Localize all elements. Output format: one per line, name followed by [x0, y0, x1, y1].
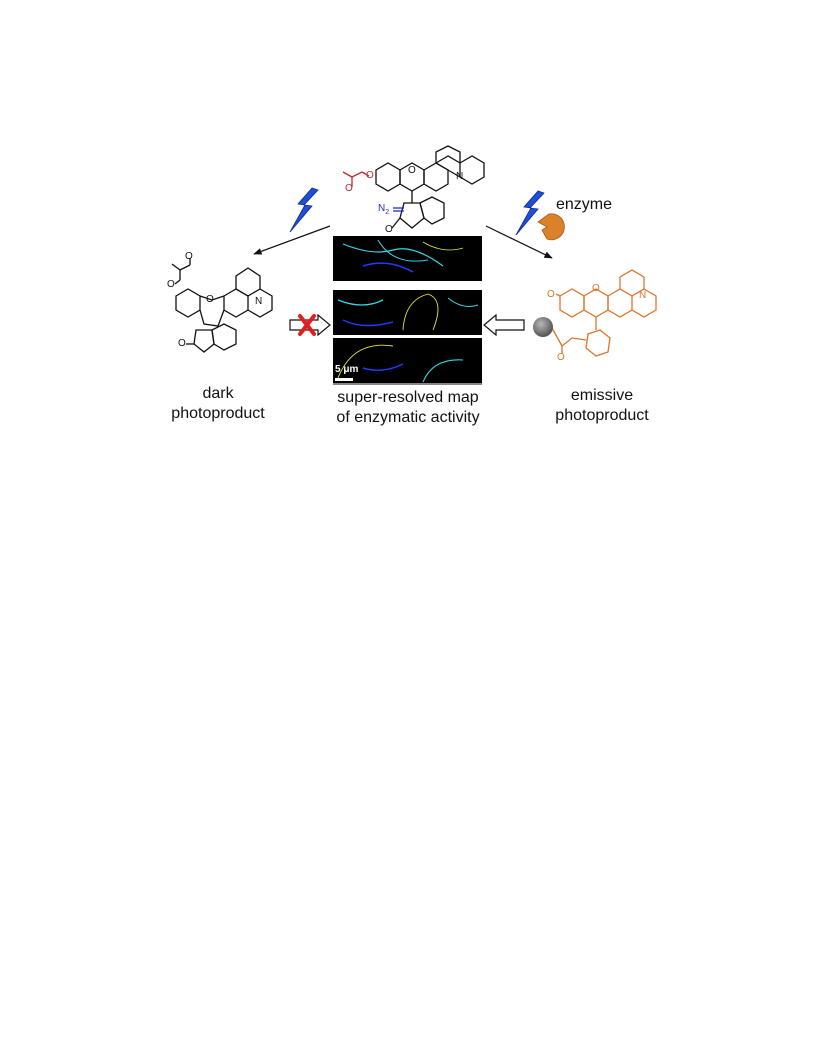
- dark-photoproduct-structure: [171, 258, 273, 353]
- oxygen-label: O: [167, 279, 175, 290]
- enzyme-icon: [537, 213, 565, 241]
- micrograph-panel: 5 μm: [333, 338, 482, 383]
- open-arrow-icon: [483, 313, 525, 337]
- diazo-label: N2: [378, 203, 390, 216]
- nitrogen-label: N: [639, 290, 647, 301]
- nitrogen-label: N: [456, 171, 464, 182]
- dark-label-line1: dark: [202, 385, 234, 402]
- oxygen-label: O: [178, 338, 186, 349]
- oxygen-label: O: [366, 170, 374, 181]
- emissive-photoproduct-label: emissive photoproduct: [540, 386, 664, 426]
- scale-bar-label: 5 μm: [335, 364, 359, 375]
- micrograph-signal: [342, 239, 464, 273]
- nitrogen-label: N: [255, 296, 263, 307]
- oxygen-label: O: [345, 183, 353, 194]
- lightning-icon: [289, 187, 319, 233]
- quencher-sphere: [533, 317, 553, 337]
- center-label-line1: super-resolved map: [337, 389, 479, 406]
- center-label-line2: of enzymatic activity: [336, 409, 480, 426]
- dark-photoproduct-label: dark photoproduct: [156, 384, 280, 424]
- micrograph-signal: [337, 293, 479, 331]
- oxygen-label: O: [185, 251, 193, 262]
- oxygen-label: O: [592, 283, 600, 294]
- lightning-icon: [515, 190, 545, 236]
- emissive-label-line2: photoproduct: [555, 407, 649, 424]
- oxygen-label: O: [206, 294, 214, 305]
- super-resolved-map-label: super-resolved map of enzymatic activity: [320, 388, 496, 428]
- blocked-open-arrow: [289, 313, 331, 337]
- arrow-to-dark-product: [253, 225, 331, 255]
- micrograph-signal: [335, 344, 464, 383]
- caged-fluorophore-structure: [342, 145, 485, 229]
- cross-icon: [298, 314, 316, 336]
- micrograph-panel: [333, 290, 482, 335]
- oxygen-label: O: [408, 165, 416, 176]
- oxygen-label: O: [547, 289, 555, 300]
- micrograph-panel: [333, 236, 482, 281]
- emissive-photoproduct-structure: [551, 269, 657, 357]
- emissive-label-line1: emissive: [570, 387, 634, 404]
- enzyme-label: enzyme: [556, 196, 613, 213]
- arrow-to-emissive-product: [485, 225, 553, 259]
- open-arrow-icon: [289, 313, 331, 337]
- oxygen-label: O: [385, 224, 393, 235]
- acetate-group: [342, 171, 370, 187]
- dark-label-line2: photoproduct: [171, 405, 265, 422]
- oxygen-label: O: [557, 352, 565, 363]
